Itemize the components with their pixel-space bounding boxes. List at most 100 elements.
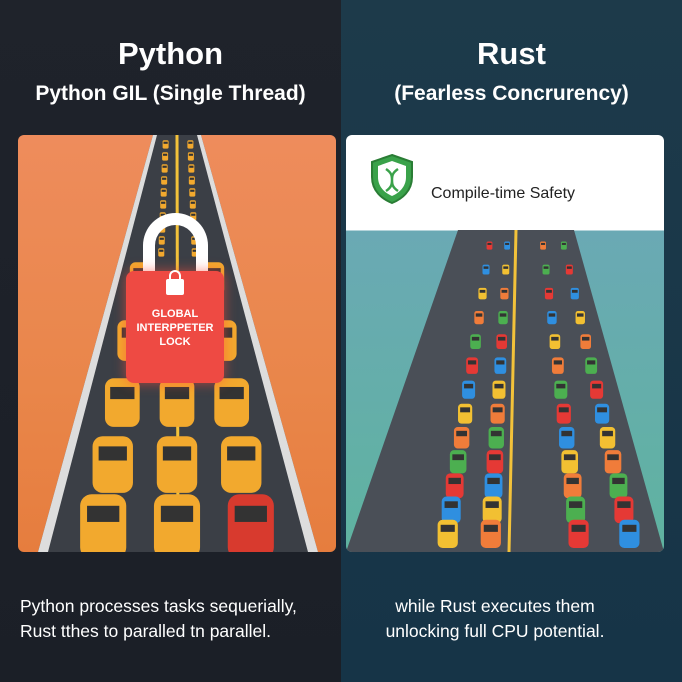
car (474, 311, 484, 325)
car-window (548, 313, 556, 317)
rust-subtitle: (Fearless Concrurency) (394, 82, 629, 105)
car (554, 380, 568, 399)
car-window (162, 446, 192, 461)
rust-caption: while Rust executes them unlocking full … (375, 594, 615, 644)
car (547, 311, 557, 325)
car (575, 311, 585, 325)
car (160, 200, 167, 209)
car (580, 334, 592, 350)
car-window (98, 446, 127, 461)
car (498, 311, 508, 325)
car-window (546, 289, 552, 293)
car-window (188, 141, 193, 144)
car (187, 152, 194, 161)
car-window (448, 477, 461, 485)
car-window (576, 313, 584, 317)
car-window (617, 501, 631, 508)
car (188, 176, 195, 185)
car (560, 241, 567, 250)
car-window (566, 477, 579, 485)
car-window (490, 430, 502, 437)
car-window (501, 289, 508, 293)
car (458, 403, 473, 424)
car-window (602, 430, 613, 437)
car-window (192, 249, 197, 252)
car-window (496, 360, 505, 365)
car-window (189, 165, 194, 168)
car-window (489, 454, 501, 461)
car (590, 380, 604, 399)
car (453, 426, 470, 449)
car (478, 287, 487, 300)
caption-line: unlocking full CPU potential. (385, 621, 605, 641)
car-window (163, 141, 168, 144)
car (187, 140, 194, 149)
car-window (160, 505, 194, 522)
car (484, 473, 503, 499)
car-window (464, 383, 474, 389)
car (188, 164, 195, 173)
python-subtitle: Python GIL (Single Thread) (35, 82, 306, 105)
car-window (452, 454, 464, 461)
car (441, 496, 461, 524)
car (594, 403, 610, 424)
python-road-illustration: GLOBAL INTERPPETER LOCK (18, 135, 336, 552)
car (609, 473, 628, 499)
car (599, 426, 616, 449)
car (570, 287, 579, 300)
caption-line: Python processes tasks sequerially, (20, 596, 297, 616)
car-window (162, 165, 167, 168)
car-window (219, 386, 244, 400)
car-window (494, 383, 504, 389)
car (542, 264, 550, 275)
compile-time-safety-label: Compile-time Safety (431, 185, 576, 202)
car-window (587, 360, 596, 365)
car-window (499, 313, 507, 317)
car (480, 519, 501, 549)
car (159, 378, 195, 427)
car-window (479, 289, 486, 293)
car-window (492, 407, 503, 413)
car (566, 496, 586, 524)
car (462, 380, 476, 399)
car (221, 436, 262, 493)
car (563, 473, 582, 499)
car-window (592, 383, 602, 389)
car-window (571, 524, 586, 532)
car-window (556, 383, 566, 389)
car (445, 473, 464, 499)
car-window (561, 430, 573, 437)
car-window (483, 266, 489, 269)
car (482, 496, 502, 524)
car (492, 380, 506, 399)
car-window (503, 266, 509, 269)
car-window (571, 289, 578, 293)
car-window (541, 242, 546, 245)
car-window (483, 524, 498, 532)
car-window (163, 153, 168, 156)
car (500, 287, 509, 300)
multi-lane-highway (346, 229, 664, 552)
car (161, 176, 168, 185)
car (488, 426, 504, 449)
car (482, 264, 490, 275)
global-interpreter-lock-badge: GLOBAL INTERPPETER LOCK (126, 270, 224, 383)
car-window (234, 505, 267, 522)
car-window (227, 446, 256, 461)
car-window (440, 524, 455, 532)
car-window (487, 242, 492, 245)
car-window (159, 249, 164, 252)
rust-side: Rust (Fearless Concrurency) Compile-time… (341, 0, 682, 682)
car (486, 241, 493, 250)
car (496, 334, 507, 350)
car (549, 334, 561, 350)
car (80, 494, 127, 552)
car (162, 140, 169, 149)
car-window (558, 407, 569, 413)
python-caption: Python processes tasks sequerially, Rust… (20, 594, 297, 644)
shield-dna-icon (371, 153, 413, 205)
car (614, 496, 634, 524)
car (490, 403, 505, 424)
car-window (561, 242, 566, 245)
car-window (553, 360, 562, 365)
